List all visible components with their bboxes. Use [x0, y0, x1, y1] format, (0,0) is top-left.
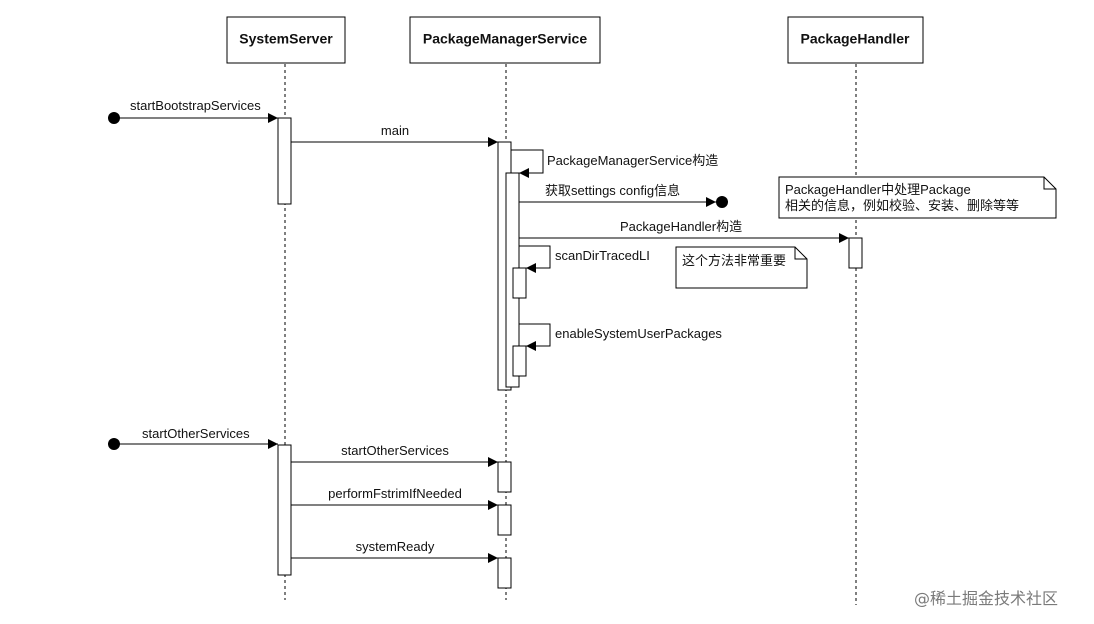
- message-start-bootstrap-services: startBootstrapServices: [108, 98, 278, 124]
- end-dot-icon: [716, 196, 728, 208]
- message-package-handler-constructor-label: PackageHandler构造: [620, 219, 742, 234]
- message-scan-dir-traced-label: scanDirTracedLI: [555, 248, 650, 263]
- participant-system-server: SystemServer: [226, 16, 346, 64]
- message-start-other-services-label: startOtherServices: [341, 443, 449, 458]
- message-main: main: [291, 123, 498, 147]
- message-pms-constructor-label: PackageManagerService构造: [547, 153, 718, 168]
- watermark: @稀土掘金技术社区: [914, 589, 1059, 608]
- note-package-handler-line2: 相关的信息，例如校验、安装、删除等等: [785, 198, 1019, 213]
- message-get-settings-config-label: 获取settings config信息: [545, 183, 680, 198]
- message-enable-system-user-packages: enableSystemUserPackages: [519, 323, 722, 351]
- activation-system-server-other: [277, 444, 292, 576]
- participant-package-handler: PackageHandler: [787, 16, 924, 64]
- message-system-ready: systemReady: [291, 539, 498, 563]
- note-package-handler: PackageHandler中处理Package 相关的信息，例如校验、安装、删…: [778, 176, 1057, 219]
- message-pms-constructor: PackageManagerService构造: [511, 149, 718, 178]
- activation-system-server-bootstrap: [277, 117, 292, 205]
- participant-package-manager-service-label: PackageManagerService: [423, 31, 587, 47]
- activation-pms-system-ready: [497, 557, 512, 589]
- activation-enable-packages: [512, 345, 527, 377]
- message-scan-dir-traced: scanDirTracedLI: [519, 245, 650, 273]
- activation-scan-dir: [512, 267, 527, 299]
- message-enable-system-user-packages-label: enableSystemUserPackages: [555, 326, 722, 341]
- participant-package-manager-service: PackageManagerService: [409, 16, 601, 64]
- participant-system-server-label: SystemServer: [239, 31, 333, 47]
- message-start-other-services: startOtherServices: [291, 443, 498, 467]
- message-perform-fstrim: performFstrimIfNeeded: [291, 486, 498, 510]
- message-start-other-services-entry: startOtherServices: [108, 426, 278, 450]
- message-perform-fstrim-label: performFstrimIfNeeded: [328, 486, 462, 501]
- note-scan-dir: 这个方法非常重要: [675, 246, 808, 289]
- message-main-label: main: [381, 123, 409, 138]
- activation-package-handler: [848, 237, 863, 269]
- message-start-other-services-entry-label: startOtherServices: [142, 426, 250, 441]
- message-start-bootstrap-services-label: startBootstrapServices: [130, 98, 261, 113]
- message-package-handler-constructor: PackageHandler构造: [519, 219, 849, 243]
- activation-pms-start-other: [497, 461, 512, 493]
- participant-package-handler-label: PackageHandler: [801, 31, 910, 47]
- note-scan-dir-text: 这个方法非常重要: [682, 253, 786, 268]
- activation-pms-fstrim: [497, 504, 512, 536]
- note-package-handler-line1: PackageHandler中处理Package: [785, 182, 971, 197]
- message-get-settings-config: 获取settings config信息: [519, 183, 728, 208]
- message-system-ready-label: systemReady: [356, 539, 435, 554]
